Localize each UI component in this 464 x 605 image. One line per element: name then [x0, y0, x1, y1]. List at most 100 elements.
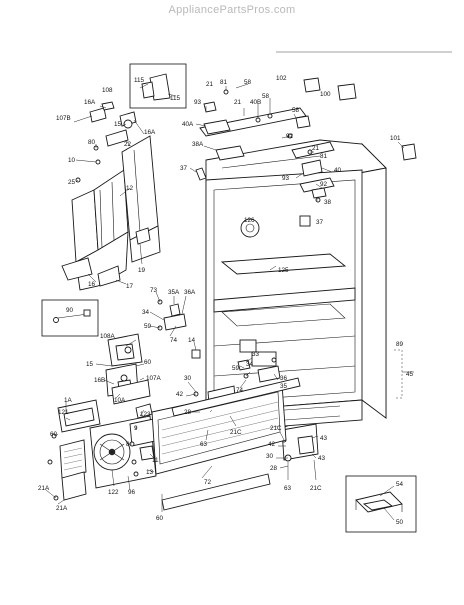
hinge-parts-upper — [157, 299, 201, 359]
label-63b: 63 — [284, 485, 292, 492]
label-58c: 58 — [292, 107, 300, 114]
label-122: 122 — [108, 489, 119, 496]
label-37a: 37 — [180, 165, 188, 172]
label-45: 45 — [406, 371, 414, 378]
label-40B: 40B — [250, 99, 261, 106]
inset-box-90 — [41, 299, 99, 337]
label-54: 54 — [396, 481, 404, 488]
label-17: 17 — [126, 283, 134, 290]
label-35A: 35A — [168, 289, 180, 296]
label-37b: 37 — [316, 219, 324, 226]
label-89: 89 — [396, 341, 404, 348]
inset-box-54-50 — [345, 475, 417, 533]
label-58a: 58 — [244, 79, 252, 86]
front-toe-strip — [161, 377, 301, 511]
label-34b: 34 — [246, 361, 254, 368]
label-15a: 15 — [114, 121, 122, 128]
label-16A: 16A — [84, 99, 96, 106]
label-22: 22 — [124, 141, 132, 148]
label-19: 19 — [138, 267, 146, 274]
label-43a: 43 — [320, 435, 328, 442]
label-21a: 21 — [206, 81, 214, 88]
label-93a: 93 — [194, 99, 202, 106]
label-108A: 108A — [100, 333, 116, 340]
label-102: 102 — [276, 75, 287, 82]
label-121: 121 — [58, 409, 69, 416]
label-50: 50 — [396, 519, 404, 526]
label-80a: 80 — [88, 139, 96, 146]
label-40A: 40A — [182, 121, 194, 128]
label-58b: 58 — [262, 93, 270, 100]
label-59a: 59 — [144, 323, 152, 330]
label-21c: 21 — [312, 145, 320, 152]
label-115b: 115 — [170, 95, 181, 102]
label-40: 40 — [334, 167, 342, 174]
callout-labels: 108 115 115 16A 107B 15 16A 80 22 10 25 … — [38, 75, 414, 526]
label-35: 35 — [280, 383, 288, 390]
label-63a: 63 — [200, 441, 208, 448]
air-duct-assembly — [61, 101, 161, 291]
label-60a: 60 — [144, 359, 152, 366]
label-16A-b: 16A — [144, 129, 156, 136]
label-15b: 15 — [86, 361, 94, 368]
label-13: 13 — [146, 469, 154, 476]
label-107A: 107A — [146, 375, 162, 382]
label-36: 36 — [280, 375, 288, 382]
label-74a: 74 — [170, 337, 178, 344]
label-30a: 30 — [184, 375, 192, 382]
leader-lines — [45, 83, 405, 521]
label-43b: 43 — [318, 455, 326, 462]
label-36A: 36A — [184, 289, 196, 296]
label-93b: 93 — [282, 175, 290, 182]
label-42b: 42 — [268, 441, 276, 448]
control-bracket-108a — [105, 333, 151, 405]
label-42a: 42 — [176, 391, 184, 398]
label-14: 14 — [188, 337, 196, 344]
label-10a: 10 — [68, 157, 76, 164]
label-21C-b: 21C — [270, 425, 282, 432]
label-100: 100 — [320, 91, 331, 98]
label-123: 123 — [140, 411, 151, 418]
label-96: 96 — [128, 489, 136, 496]
label-125: 125 — [278, 267, 289, 274]
label-16B: 16B — [94, 377, 105, 384]
label-8: 8 — [126, 441, 130, 448]
label-11: 11 — [152, 457, 159, 464]
label-108: 108 — [102, 87, 113, 94]
label-28b: 28 — [270, 465, 278, 472]
label-21A-a: 21A — [38, 485, 50, 492]
label-90: 90 — [66, 307, 74, 314]
label-21b: 21 — [234, 99, 242, 106]
label-12: 12 — [126, 185, 134, 192]
label-92b: 92 — [320, 181, 328, 188]
label-9: 9 — [134, 425, 138, 432]
label-101: 101 — [390, 135, 401, 142]
label-72: 72 — [204, 479, 212, 486]
label-34a: 34 — [142, 309, 150, 316]
label-21C-a: 21C — [230, 429, 242, 436]
label-107B: 107B — [56, 115, 71, 122]
label-60b: 60 — [50, 431, 58, 438]
label-33: 33 — [252, 351, 260, 358]
label-25a: 25 — [68, 179, 76, 186]
site-watermark: AppliancePartsPros.com — [168, 4, 296, 16]
label-16: 16 — [88, 281, 96, 288]
fan-control-assembly — [47, 399, 161, 501]
label-81a: 81 — [220, 79, 228, 86]
label-74b: 74 — [236, 387, 244, 394]
label-10A: 10A — [114, 397, 126, 404]
label-60c: 60 — [156, 515, 164, 522]
label-126: 126 — [244, 217, 255, 224]
label-81b: 81 — [320, 153, 328, 160]
label-30b: 30 — [266, 453, 274, 460]
label-38: 38 — [324, 199, 332, 206]
top-rail-assembly — [195, 77, 417, 238]
right-bracket-89 — [394, 349, 414, 399]
label-1A: 1A — [64, 397, 73, 404]
label-28a: 28 — [184, 409, 192, 416]
label-21A-b: 21A — [56, 505, 68, 512]
label-38A: 38A — [192, 141, 204, 148]
label-92a: 92 — [286, 133, 294, 140]
